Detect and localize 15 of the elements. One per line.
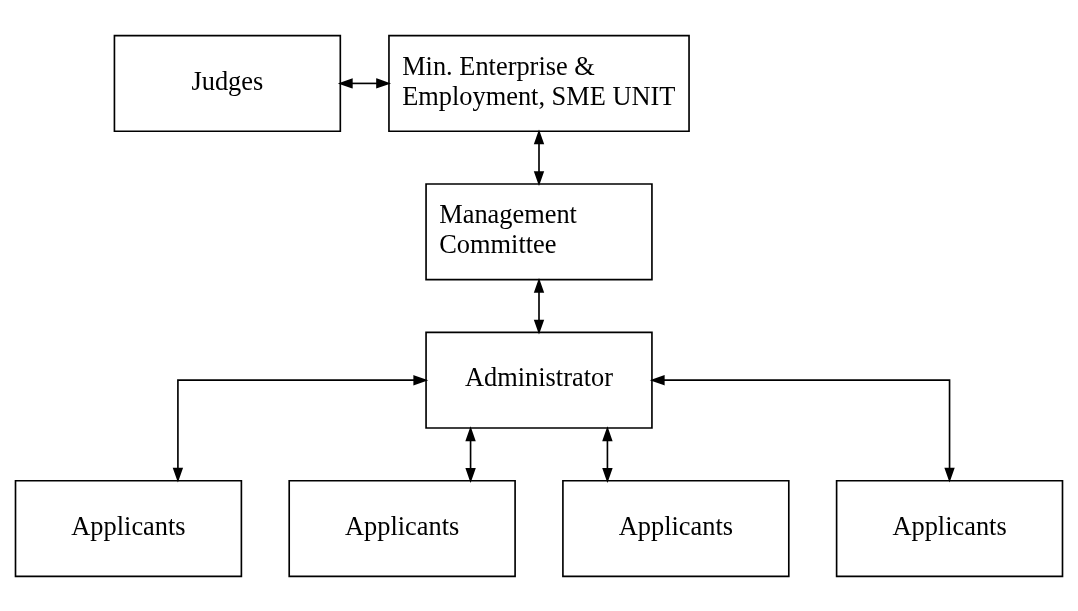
arrow bbox=[465, 425, 476, 483]
node-box: Min. Enterprise & Employment, SME UNIT bbox=[388, 34, 690, 132]
arrow bbox=[533, 129, 545, 186]
arrow bbox=[533, 277, 545, 334]
node-box: Administrator bbox=[425, 331, 653, 429]
node-box: Judges bbox=[113, 34, 342, 132]
arrow bbox=[649, 374, 955, 482]
node-box: Applicants bbox=[14, 479, 243, 577]
node-box: Applicants bbox=[562, 479, 790, 577]
arrow bbox=[602, 425, 613, 483]
node-box: Applicants bbox=[835, 479, 1064, 577]
arrow bbox=[172, 374, 429, 482]
node-box: Management Committee bbox=[425, 182, 653, 280]
arrow bbox=[337, 77, 392, 89]
node-box: Applicants bbox=[288, 479, 516, 577]
